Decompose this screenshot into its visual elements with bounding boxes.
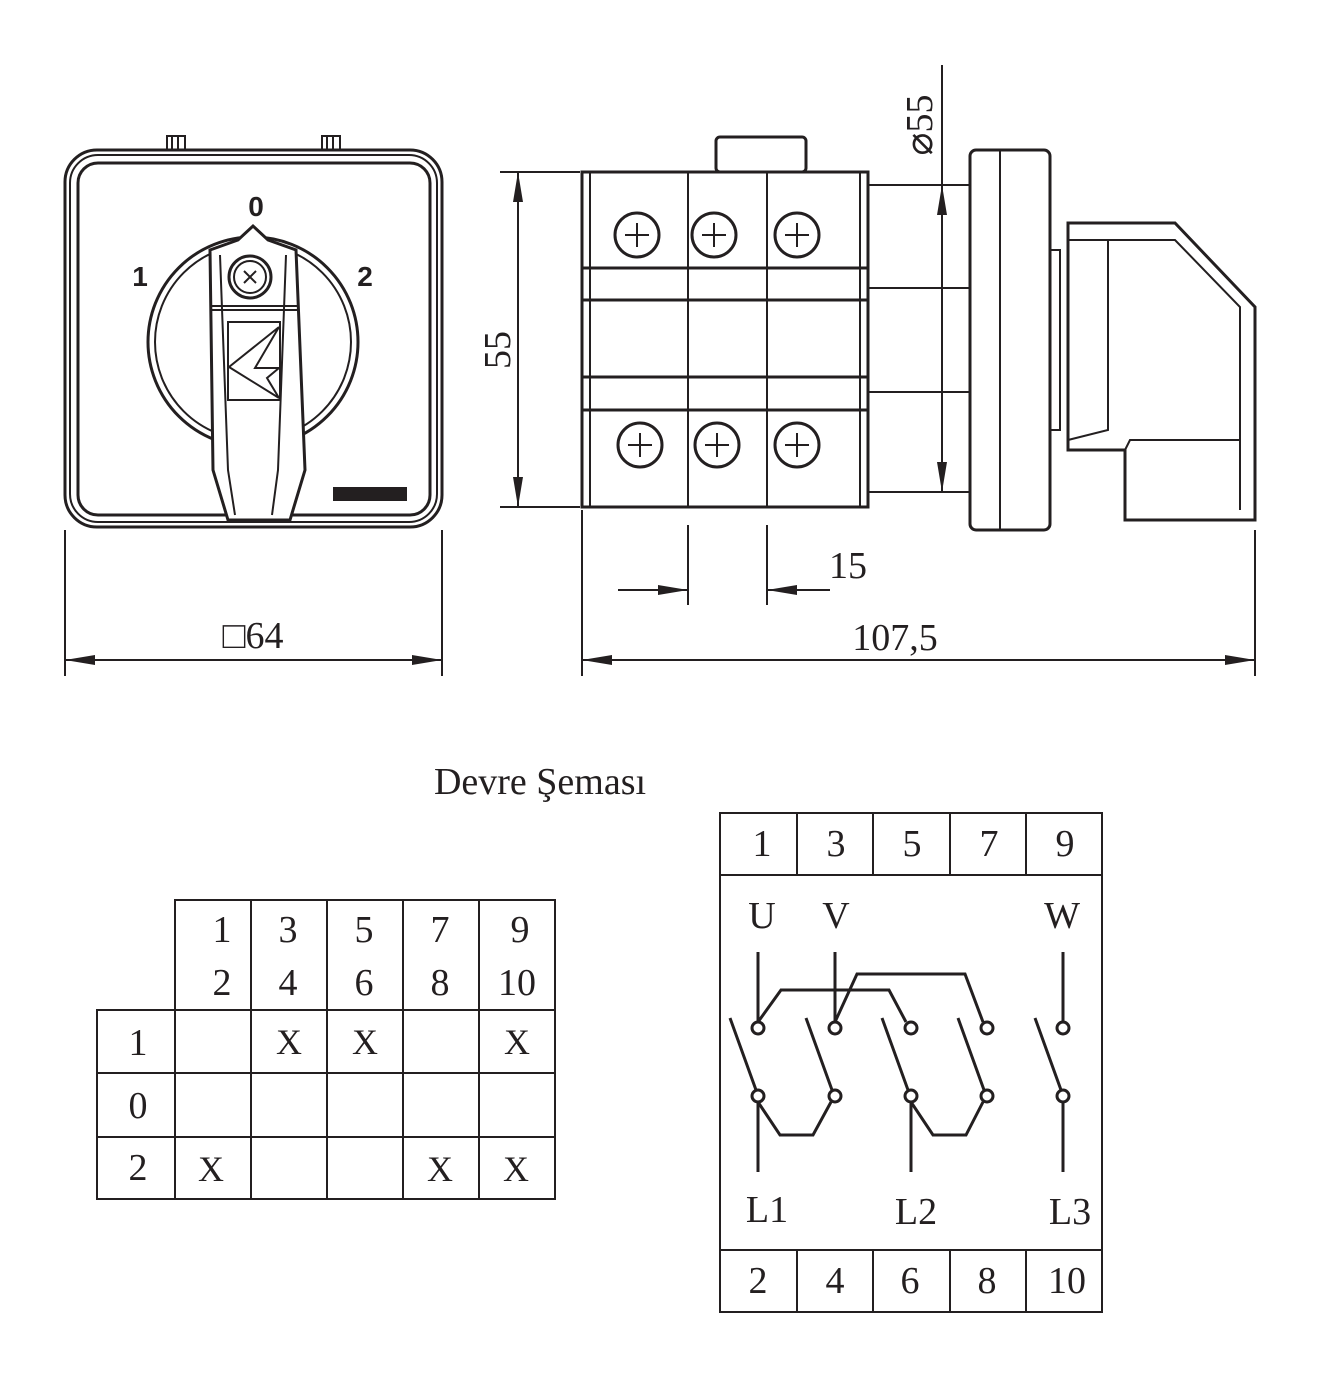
- position-label-0: 0: [248, 191, 264, 222]
- top-terminal: 7: [980, 823, 999, 865]
- output-w: W: [1044, 895, 1080, 937]
- col-top-5: 9: [511, 909, 530, 951]
- input-l2: L2: [895, 1191, 937, 1233]
- col-top-2: 3: [279, 909, 298, 951]
- bottom-terminal: 4: [826, 1260, 845, 1302]
- pitch-dimension: 15: [829, 545, 867, 587]
- cell: X: [276, 1022, 302, 1062]
- diameter-dimension: ⌀55: [899, 95, 941, 156]
- col-bottom-2: 4: [279, 962, 298, 1004]
- rating-label: [333, 487, 407, 501]
- length-dimension: 107,5: [852, 617, 938, 659]
- position-label-1: 1: [132, 261, 148, 292]
- col-bottom-1: 2: [213, 962, 232, 1004]
- col-top-1: 1: [213, 909, 232, 951]
- col-top-4: 7: [431, 909, 450, 951]
- cell: X: [427, 1149, 453, 1189]
- cell: X: [198, 1149, 224, 1189]
- position-label-2: 2: [357, 261, 373, 292]
- width-dimension: □64: [223, 615, 284, 657]
- col-bottom-4: 8: [431, 962, 450, 1004]
- top-terminal: 5: [903, 823, 922, 865]
- contact-points: [750, 1020, 1071, 1104]
- row-label-0: 0: [129, 1085, 148, 1127]
- input-l3: L3: [1049, 1191, 1091, 1233]
- diagram-title: Devre Şeması: [434, 761, 646, 803]
- col-bottom-3: 6: [355, 962, 374, 1004]
- col-bottom-5: 10: [498, 962, 536, 1004]
- circuit-diagram: 1 3 5 7 9 2 4 6 8 10 U V W L1 L2 L3: [719, 812, 1103, 1313]
- output-v: V: [822, 895, 850, 937]
- front-view: 0 1 2 □64: [63, 135, 444, 676]
- bottom-terminal: 2: [749, 1260, 768, 1302]
- top-terminal: 3: [827, 823, 846, 865]
- wiring: [728, 952, 1065, 1172]
- output-u: U: [748, 895, 775, 937]
- top-terminal: 9: [1056, 823, 1075, 865]
- switching-table: 1 2 3 4 5 6 7 8 9 10 1 0 2 X X X X: [96, 899, 556, 1200]
- bottom-terminal: 10: [1048, 1260, 1086, 1302]
- cell: X: [503, 1149, 529, 1189]
- side-view: 55 ⌀55 15 107,5: [477, 65, 1257, 676]
- terminal-screws: [613, 211, 821, 469]
- row-label-1: 1: [129, 1022, 148, 1064]
- row-label-2: 2: [129, 1147, 148, 1189]
- input-l1: L1: [746, 1189, 788, 1231]
- height-dimension: 55: [477, 331, 519, 369]
- bottom-terminal: 8: [978, 1260, 997, 1302]
- cell: X: [504, 1022, 530, 1062]
- bottom-terminal: 6: [901, 1260, 920, 1302]
- col-top-3: 5: [355, 909, 374, 951]
- top-terminal: 1: [753, 823, 772, 865]
- rotary-knob: [146, 223, 360, 522]
- brand-logo: [227, 321, 281, 401]
- screw-icon: [227, 254, 273, 300]
- cell: X: [352, 1022, 378, 1062]
